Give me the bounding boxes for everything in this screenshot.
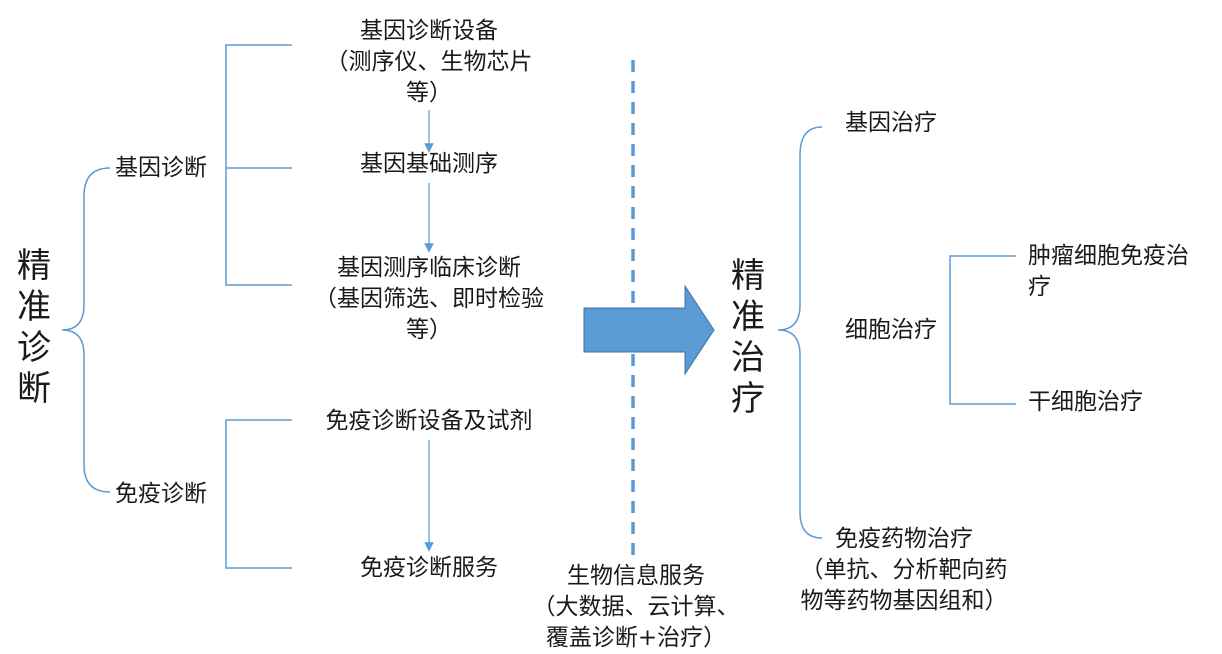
root-brace-right: [777, 126, 823, 539]
gene-bracket: [225, 44, 292, 286]
immune-bracket: [225, 419, 292, 569]
immune-step-service: 免疫诊断服务: [360, 555, 498, 581]
gene-step-basic-sequencing: 基因基础测序: [360, 151, 498, 177]
immune-drug-therapy: 免疫药物治疗 （单抗、分析靶向药 物等药物基因组和）: [800, 526, 1008, 614]
block-arrow: [583, 284, 715, 376]
left-root-title: 精准诊断: [17, 246, 51, 409]
immune-step-equipment: 免疫诊断设备及试剂: [325, 408, 533, 434]
cell-bracket: [949, 255, 1016, 405]
stem-cell-therapy: 干细胞治疗: [1028, 389, 1143, 415]
right-root-title: 精准治疗: [731, 256, 765, 419]
gene-therapy-label: 基因治疗: [845, 110, 937, 136]
tumor-cell-immunotherapy: 肿瘤细胞免疫治 疗: [1028, 243, 1189, 300]
gene-diagnosis-label: 基因诊断: [115, 155, 207, 181]
cell-therapy-label: 细胞治疗: [845, 317, 937, 343]
root-brace-left: [61, 167, 111, 493]
gene-step-equipment: 基因诊断设备 （测序仪、生物芯片 等）: [325, 18, 533, 106]
bio-info-service: 生物信息服务 （大数据、云计算、 覆盖诊断+治疗）: [532, 563, 740, 651]
immune-diagnosis-label: 免疫诊断: [115, 481, 207, 507]
gene-step-clinical-diagnosis: 基因测序临床诊断 （基因筛选、即时检验 等）: [314, 255, 544, 343]
